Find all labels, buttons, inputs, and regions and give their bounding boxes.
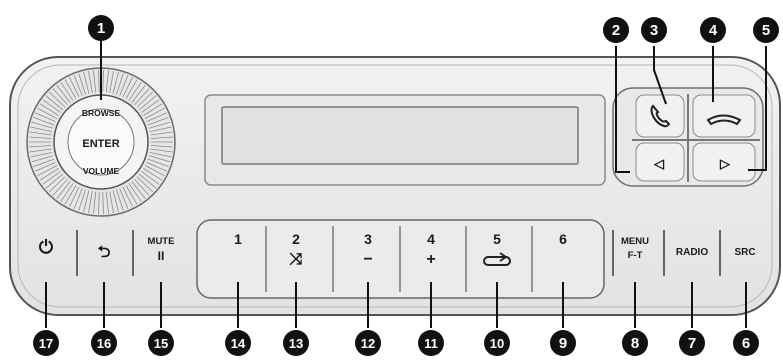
callout-number-8: 8 xyxy=(631,335,639,352)
nav-left-icon: ◁ xyxy=(653,156,665,171)
preset-number-5: 5 xyxy=(493,231,501,247)
callout-number-3: 3 xyxy=(650,22,658,39)
pause-icon: II xyxy=(158,249,165,263)
callout-number-9: 9 xyxy=(559,335,567,352)
callout-number-17: 17 xyxy=(39,336,53,351)
preset-glyph-4: + xyxy=(426,251,435,268)
callout-marker-16: 16 xyxy=(91,330,117,356)
callout-marker-17: 17 xyxy=(33,330,59,356)
callout-number-11: 11 xyxy=(424,336,438,351)
power-button[interactable]: ⏻ xyxy=(39,237,54,257)
back-button[interactable]: ⮌ xyxy=(98,244,111,261)
callout-number-14: 14 xyxy=(231,336,246,351)
radio-button[interactable]: RADIO xyxy=(676,247,708,258)
callout-number-15: 15 xyxy=(154,336,168,351)
knob-label-browse: BROWSE xyxy=(82,108,121,118)
knob-enter-label[interactable]: ENTER xyxy=(82,138,119,150)
preset-button-6[interactable]: 6 xyxy=(559,231,567,247)
callout-marker-2: 2 xyxy=(603,17,629,43)
preset-number-6: 6 xyxy=(559,231,567,247)
callout-number-2: 2 xyxy=(612,22,620,39)
preset-glyph-3: − xyxy=(363,251,372,268)
callout-marker-6: 6 xyxy=(733,330,759,356)
callout-marker-15: 15 xyxy=(148,330,174,356)
callout-number-1: 1 xyxy=(97,20,105,37)
preset-button-1[interactable]: 1 xyxy=(234,231,242,247)
src-button[interactable]: SRC xyxy=(734,247,755,258)
callout-marker-1: 1 xyxy=(88,15,114,41)
phone-nav-cluster: ◁ ▷ xyxy=(613,88,763,186)
callout-number-10: 10 xyxy=(490,336,504,351)
preset-number-2: 2 xyxy=(292,231,300,247)
callout-marker-12: 12 xyxy=(355,330,381,356)
display-screen xyxy=(222,107,578,164)
callout-number-16: 16 xyxy=(97,336,111,351)
callout-number-13: 13 xyxy=(289,336,303,351)
callout-marker-3: 3 xyxy=(641,17,667,43)
preset-number-4: 4 xyxy=(427,231,435,247)
radio-label: RADIO xyxy=(676,247,708,258)
knob-label-volume: VOLUME xyxy=(83,166,120,176)
callout-marker-7: 7 xyxy=(679,330,705,356)
menu-sub-label: F-T xyxy=(628,250,643,261)
nav-right-icon: ▷ xyxy=(719,156,731,171)
power-icon: ⏻ xyxy=(39,237,54,257)
callout-number-4: 4 xyxy=(709,22,718,39)
src-label: SRC xyxy=(734,247,755,258)
callout-marker-11: 11 xyxy=(418,330,444,356)
callout-marker-5: 5 xyxy=(753,17,779,43)
callout-number-7: 7 xyxy=(688,335,696,352)
call-button[interactable] xyxy=(636,95,684,137)
callout-marker-8: 8 xyxy=(622,330,648,356)
callout-marker-14: 14 xyxy=(225,330,251,356)
mute-label: MUTE xyxy=(148,236,175,247)
preset-number-3: 3 xyxy=(364,231,372,247)
callout-number-5: 5 xyxy=(762,22,770,39)
callout-marker-4: 4 xyxy=(700,17,726,43)
back-arrow-icon: ⮌ xyxy=(98,244,111,261)
callout-number-6: 6 xyxy=(742,335,750,352)
callout-number-12: 12 xyxy=(361,336,375,351)
preset-number-1: 1 xyxy=(234,231,242,247)
preset-glyph-2: ⤨ xyxy=(290,251,303,268)
callout-marker-13: 13 xyxy=(283,330,309,356)
callout-marker-10: 10 xyxy=(484,330,510,356)
callout-marker-9: 9 xyxy=(550,330,576,356)
menu-label: MENU xyxy=(621,236,649,247)
